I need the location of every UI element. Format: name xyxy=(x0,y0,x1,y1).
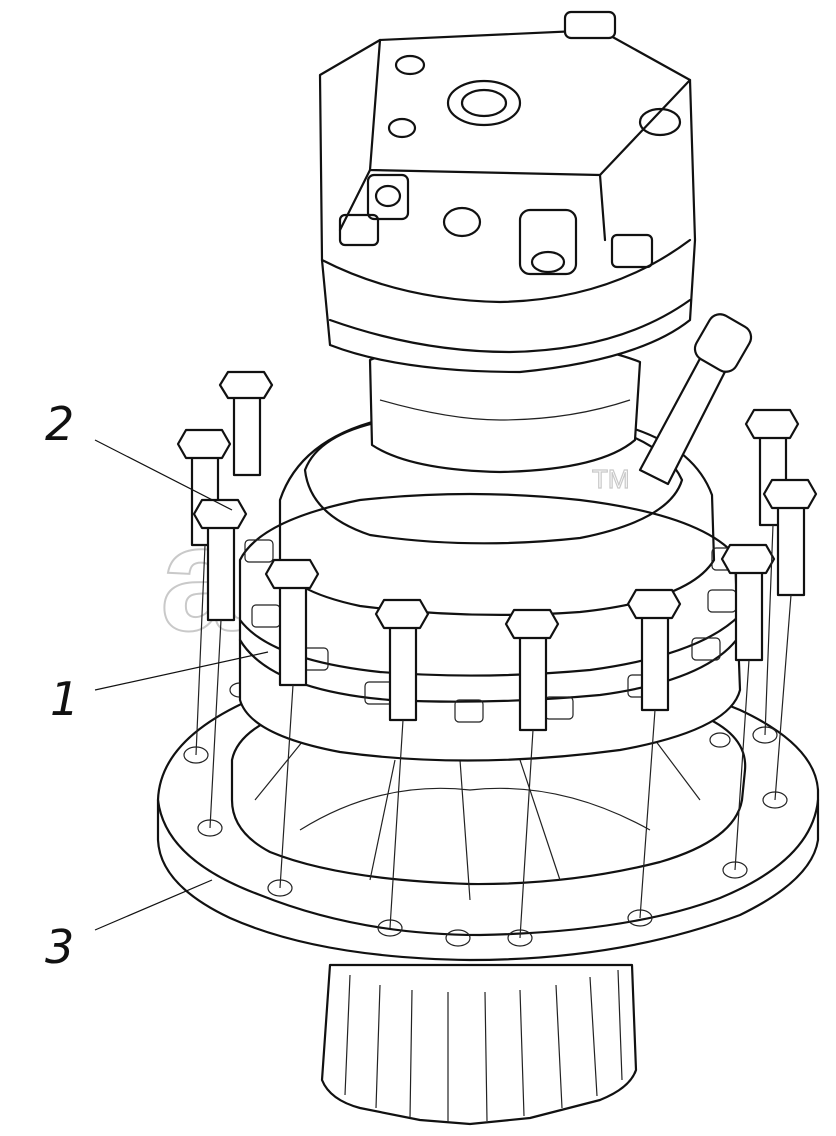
hex-bolts xyxy=(176,370,818,732)
leader-2 xyxy=(94,439,233,511)
spline-shaft xyxy=(320,963,638,1126)
bolt xyxy=(218,370,274,477)
watermark-tm: TM xyxy=(592,464,630,494)
bolt xyxy=(374,598,430,722)
bolt xyxy=(720,543,776,662)
bolt xyxy=(192,498,248,622)
pipe-fitting xyxy=(638,313,753,486)
bolt-guide-lines xyxy=(195,524,792,939)
callout-1: 1 xyxy=(50,672,79,726)
leader-3 xyxy=(94,879,213,931)
bolt xyxy=(264,558,320,687)
motor-block xyxy=(318,10,697,374)
leader-1 xyxy=(94,651,269,691)
callout-2: 2 xyxy=(45,397,74,451)
callout-3: 3 xyxy=(45,920,74,974)
bolt xyxy=(762,478,818,597)
bolt xyxy=(504,608,560,732)
